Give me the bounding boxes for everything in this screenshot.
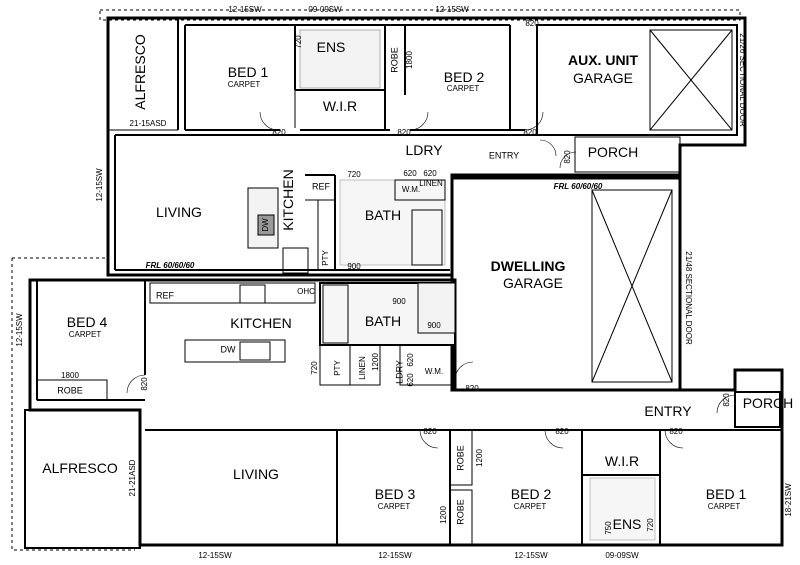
door-dim: 820 — [397, 128, 411, 137]
door-dim: 820 — [722, 393, 731, 407]
room-bed1-dwelling: BED 1 — [705, 486, 747, 502]
door-dim: 720 — [347, 170, 361, 179]
door-dim: 820 — [272, 128, 286, 137]
floor-bed1-upper: CARPET — [227, 80, 261, 89]
floor-bed2-upper: CARPET — [446, 84, 480, 93]
linen-tag-upper: LINEN — [419, 179, 443, 188]
room-robe-dwelling-1: ROBE — [455, 445, 466, 471]
room-bath-upper: BATH — [364, 207, 402, 223]
garage-title-dwelling: DWELLING — [490, 258, 566, 274]
ref-tag-upper: REF — [312, 181, 330, 192]
room-alfresco-upper: ALFRESCO — [132, 34, 148, 110]
room-alfresco-dwelling: ALFRESCO — [42, 460, 118, 476]
window-tag-dwelling-bottom-1: 12-15SW — [198, 551, 232, 560]
door-dim: 820 — [465, 384, 479, 393]
floor-bed2-dwelling: CARPET — [513, 502, 547, 511]
door-dim: 820 — [555, 427, 569, 436]
garage-title-aux: AUX. UNIT — [568, 52, 638, 68]
room-bed4: BED 4 — [66, 314, 108, 330]
door-dim: 620 — [406, 353, 415, 367]
room-living-dwelling: LIVING — [233, 466, 279, 482]
door-dim: 620 — [423, 169, 437, 178]
room-bed1-upper: BED 1 — [227, 64, 269, 80]
room-entry-upper: ENTRY — [488, 150, 520, 161]
door-dim: 820 — [563, 150, 572, 164]
room-porch-dwelling: PORCH — [742, 395, 794, 411]
floor-bed4: CARPET — [68, 330, 102, 339]
window-tag-dwelling-bottom-2: 12-15SW — [378, 551, 412, 560]
room-living-upper: LIVING — [156, 204, 202, 220]
window-tag-dwelling-bottom-3: 12-15SW — [514, 551, 548, 560]
room-kitchen-dwelling: KITCHEN — [230, 315, 292, 331]
pty-tag-upper: PTY — [321, 250, 330, 266]
door-dim: 720 — [310, 361, 319, 375]
alfresco-door-tag-upper: 21-15ASD — [129, 119, 167, 128]
room-bath-dwelling: BATH — [364, 313, 402, 329]
wm-tag-dwelling: W.M. — [424, 367, 444, 376]
room-bed2-upper: BED 2 — [443, 69, 485, 85]
room-garage-dwelling: GARAGE — [503, 275, 563, 291]
door-dim: 720 — [646, 518, 655, 532]
robe-dim-upper: 1800 — [405, 51, 414, 69]
door-dim: 900 — [392, 297, 406, 306]
door-dim: 820 — [669, 427, 683, 436]
door-dim: 720 — [294, 35, 303, 49]
room-ldry-upper: LDRY — [405, 142, 443, 158]
room-entry-dwelling: ENTRY — [644, 403, 692, 419]
door-dim: 820 — [140, 377, 149, 391]
dw-tag-upper: DW — [261, 218, 270, 232]
room-bed3: BED 3 — [374, 486, 416, 502]
door-dim: 900 — [427, 321, 441, 330]
linen-tag-dwelling: LINEN — [358, 356, 367, 380]
window-tag-upper-1: 12-15SW — [228, 5, 262, 14]
room-ens-dwelling: ENS — [612, 516, 642, 532]
ohc-tag-dwelling: OHC — [297, 287, 315, 296]
frl-garage: FRL 60/60/60 — [553, 182, 603, 191]
door-dim: 820 — [423, 427, 437, 436]
garage-door-tag-dwelling: 21/48 SECTIONAL DOOR — [684, 251, 693, 345]
door-dim: 620 — [403, 169, 417, 178]
room-porch-upper: PORCH — [587, 144, 639, 160]
door-dim: 900 — [347, 262, 361, 271]
room-bed2-dwelling: BED 2 — [510, 486, 552, 502]
room-kitchen-upper: KITCHEN — [280, 169, 296, 231]
dw-tag-dwelling: DW — [220, 344, 236, 355]
room-garage-aux: GARAGE — [573, 70, 633, 86]
floor-bed1-dwelling: CARPET — [707, 502, 741, 511]
door-dim: 750 — [604, 521, 613, 535]
floor-bed3: CARPET — [377, 502, 411, 511]
window-tag-upper-left: 12-15SW — [95, 168, 104, 202]
window-tag-upper-2: 09-09SW — [308, 5, 342, 14]
alfresco-door-tag-dwelling: 21-21ASD — [128, 459, 137, 497]
window-tag-dwelling-right: 18-21SW — [784, 483, 793, 517]
room-wir-dwelling: W.I.R — [604, 453, 640, 469]
robe-dim-dwelling-1: 1200 — [475, 449, 484, 467]
room-ldry-dwelling: LDRY — [394, 360, 405, 384]
room-ens-upper: ENS — [316, 39, 346, 55]
room-robe-upper: ROBE — [389, 47, 400, 73]
garage-door-tag-aux: 21/26 SECTIONAL DOOR — [738, 33, 747, 127]
window-tag-dwelling-left: 12-15SW — [15, 313, 24, 347]
wm-tag-upper: W.M. — [401, 185, 421, 194]
window-tag-dwelling-bottom-4: 09-09SW — [605, 551, 639, 560]
room-robe-dwelling: ROBE — [57, 385, 83, 396]
ref-tag-dwelling: REF — [156, 290, 174, 301]
door-dim: 620 — [406, 373, 415, 387]
pty-tag-dwelling: PTY — [333, 360, 342, 376]
door-dim: 1200 — [371, 353, 380, 371]
room-wir-upper: W.I.R — [322, 98, 358, 114]
door-dim: 820 — [525, 19, 539, 28]
robe-dim-dwelling-2: 1200 — [439, 506, 448, 524]
frl-living: FRL 60/60/60 — [145, 261, 195, 270]
robe-dim-dwelling: 1800 — [61, 371, 79, 380]
room-robe-dwelling-2: ROBE — [455, 499, 466, 525]
window-tag-upper-3: 12-15SW — [435, 5, 469, 14]
door-dim: 820 — [523, 128, 537, 137]
